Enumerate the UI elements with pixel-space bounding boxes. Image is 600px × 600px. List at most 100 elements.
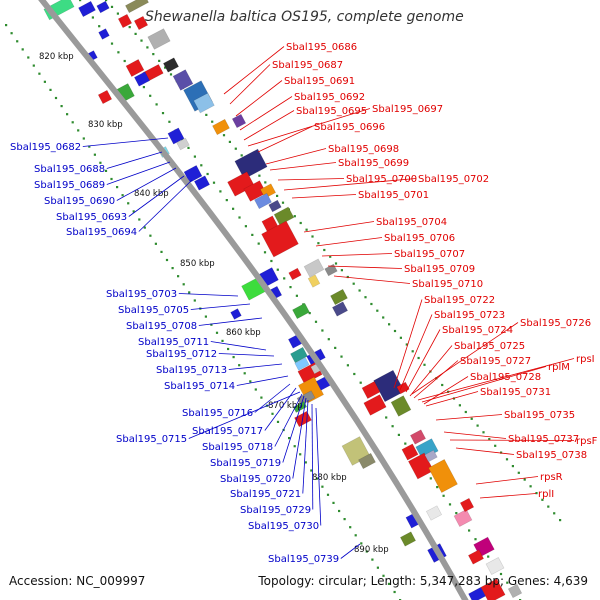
gene-feature[interactable]: [193, 92, 215, 114]
gene-feature[interactable]: [428, 459, 458, 493]
reverse-gene-label[interactable]: Sbal195_0688: [34, 164, 105, 175]
gene-feature[interactable]: [390, 395, 412, 417]
reverse-gene-label[interactable]: Sbal195_0716: [182, 408, 253, 419]
reverse-gene-label[interactable]: Sbal195_0694: [66, 227, 137, 238]
reverse-gene-label[interactable]: Sbal195_0720: [220, 474, 291, 485]
gene-label-layer[interactable]: Sbal195_0682Sbal195_0688Sbal195_0689Sbal…: [10, 42, 598, 565]
gene-feature[interactable]: [363, 394, 387, 416]
forward-gene-label[interactable]: rpsR: [540, 472, 563, 483]
forward-gene-label[interactable]: Sbal195_0702: [418, 174, 489, 185]
gene-feature[interactable]: [261, 220, 299, 258]
gene-feature[interactable]: [425, 505, 443, 521]
gene-feature[interactable]: [467, 549, 485, 565]
forward-gene-label[interactable]: Sbal195_0727: [460, 356, 531, 367]
forward-gene-label[interactable]: Sbal195_0692: [294, 92, 365, 103]
reverse-gene-label[interactable]: Sbal195_0693: [56, 212, 127, 223]
reverse-gene-label[interactable]: Sbal195_0718: [202, 442, 273, 453]
gene-feature[interactable]: [480, 578, 506, 600]
forward-gene-label[interactable]: Sbal195_0704: [376, 217, 447, 228]
gene-feature[interactable]: [125, 59, 145, 77]
forward-gene-label[interactable]: rplI: [538, 489, 554, 500]
gene-feature[interactable]: [234, 148, 268, 180]
gene-feature[interactable]: [268, 199, 282, 213]
gene-feature[interactable]: [147, 28, 171, 50]
gene-feature[interactable]: [330, 288, 348, 306]
reverse-gene-label[interactable]: Sbal195_0739: [268, 554, 339, 565]
gene-feature[interactable]: [176, 137, 190, 151]
reverse-gene-label[interactable]: Sbal195_0705: [118, 305, 189, 316]
forward-gene-label[interactable]: Sbal195_0701: [358, 190, 429, 201]
gene-feature[interactable]: [227, 171, 255, 197]
forward-gene-label[interactable]: Sbal195_0725: [454, 341, 525, 352]
forward-gene-label[interactable]: Sbal195_0686: [286, 42, 357, 53]
gene-feature[interactable]: [97, 89, 113, 105]
gene-feature[interactable]: [133, 71, 151, 87]
gene-feature[interactable]: [133, 15, 149, 31]
forward-gene-label[interactable]: Sbal195_0723: [434, 310, 505, 321]
gene-feature[interactable]: [331, 301, 349, 317]
gene-feature[interactable]: [117, 13, 133, 29]
gene-feature[interactable]: [485, 557, 505, 575]
forward-gene-label[interactable]: Sbal195_0697: [372, 104, 443, 115]
reverse-gene-label[interactable]: Sbal195_0682: [10, 142, 81, 153]
gene-feature[interactable]: [243, 180, 267, 202]
forward-gene-label[interactable]: Sbal195_0738: [516, 450, 587, 461]
gene-feature[interactable]: [396, 381, 410, 395]
gene-feature[interactable]: [399, 531, 417, 547]
forward-gene-label[interactable]: Sbal195_0698: [328, 144, 399, 155]
gene-feature[interactable]: [409, 429, 427, 445]
forward-gene-label[interactable]: Sbal195_0724: [442, 325, 513, 336]
forward-gene-label[interactable]: Sbal195_0735: [504, 410, 575, 421]
gene-feature[interactable]: [125, 0, 149, 14]
reverse-gene-label[interactable]: Sbal195_0689: [34, 180, 105, 191]
reverse-gene-label[interactable]: Sbal195_0712: [146, 349, 217, 360]
gene-feature[interactable]: [288, 267, 302, 281]
gene-feature[interactable]: [303, 258, 325, 278]
gene-feature[interactable]: [401, 443, 419, 461]
gene-feature[interactable]: [231, 113, 247, 129]
forward-gene-label[interactable]: Sbal195_0710: [412, 279, 483, 290]
gene-feature[interactable]: [212, 118, 230, 136]
gene-feature[interactable]: [78, 0, 96, 18]
gene-feature[interactable]: [172, 69, 194, 91]
reverse-gene-label[interactable]: Sbal195_0711: [138, 337, 209, 348]
forward-gene-label[interactable]: Sbal195_0700: [346, 174, 417, 185]
reverse-gene-label[interactable]: Sbal195_0729: [240, 505, 311, 516]
forward-gene-label[interactable]: Sbal195_0691: [284, 76, 355, 87]
gene-feature[interactable]: [98, 28, 110, 40]
gene-feature[interactable]: [361, 381, 381, 399]
gene-feature[interactable]: [254, 192, 272, 210]
gene-feature[interactable]: [459, 497, 475, 513]
forward-gene-label[interactable]: Sbal195_0737: [508, 434, 579, 445]
forward-gene-label[interactable]: Sbal195_0695: [296, 106, 367, 117]
reverse-gene-label[interactable]: Sbal195_0703: [106, 289, 177, 300]
forward-gene-label[interactable]: Sbal195_0699: [338, 158, 409, 169]
reverse-gene-label[interactable]: Sbal195_0713: [156, 365, 227, 376]
reverse-gene-label[interactable]: Sbal195_0708: [126, 321, 197, 332]
gene-feature[interactable]: [324, 263, 338, 277]
gene-feature[interactable]: [259, 183, 277, 199]
forward-gene-label[interactable]: Sbal195_0706: [384, 233, 455, 244]
gene-feature[interactable]: [424, 449, 438, 463]
reverse-gene-label[interactable]: Sbal195_0714: [164, 381, 235, 392]
forward-gene-label[interactable]: rpsF: [576, 436, 598, 447]
gene-feature[interactable]: [468, 586, 486, 600]
gene-feature[interactable]: [162, 57, 180, 73]
gene-feature[interactable]: [96, 0, 110, 14]
reverse-gene-label[interactable]: Sbal195_0721: [230, 489, 301, 500]
forward-gene-label[interactable]: Sbal195_0687: [272, 60, 343, 71]
reverse-gene-label[interactable]: Sbal195_0730: [248, 521, 319, 532]
gene-feature[interactable]: [273, 206, 295, 226]
reverse-gene-label[interactable]: Sbal195_0715: [116, 434, 187, 445]
gene-feature[interactable]: [358, 452, 376, 470]
gene-feature[interactable]: [294, 357, 310, 371]
gene-feature[interactable]: [507, 583, 523, 599]
forward-gene-label[interactable]: rpsI: [576, 354, 595, 365]
gene-feature[interactable]: [292, 302, 310, 320]
forward-gene-label[interactable]: Sbal195_0728: [470, 372, 541, 383]
gene-feature[interactable]: [453, 509, 473, 527]
gene-feature[interactable]: [230, 308, 242, 320]
forward-gene-label[interactable]: Sbal195_0707: [394, 249, 465, 260]
gene-feature[interactable]: [193, 175, 211, 191]
forward-gene-label[interactable]: Sbal195_0709: [404, 264, 475, 275]
